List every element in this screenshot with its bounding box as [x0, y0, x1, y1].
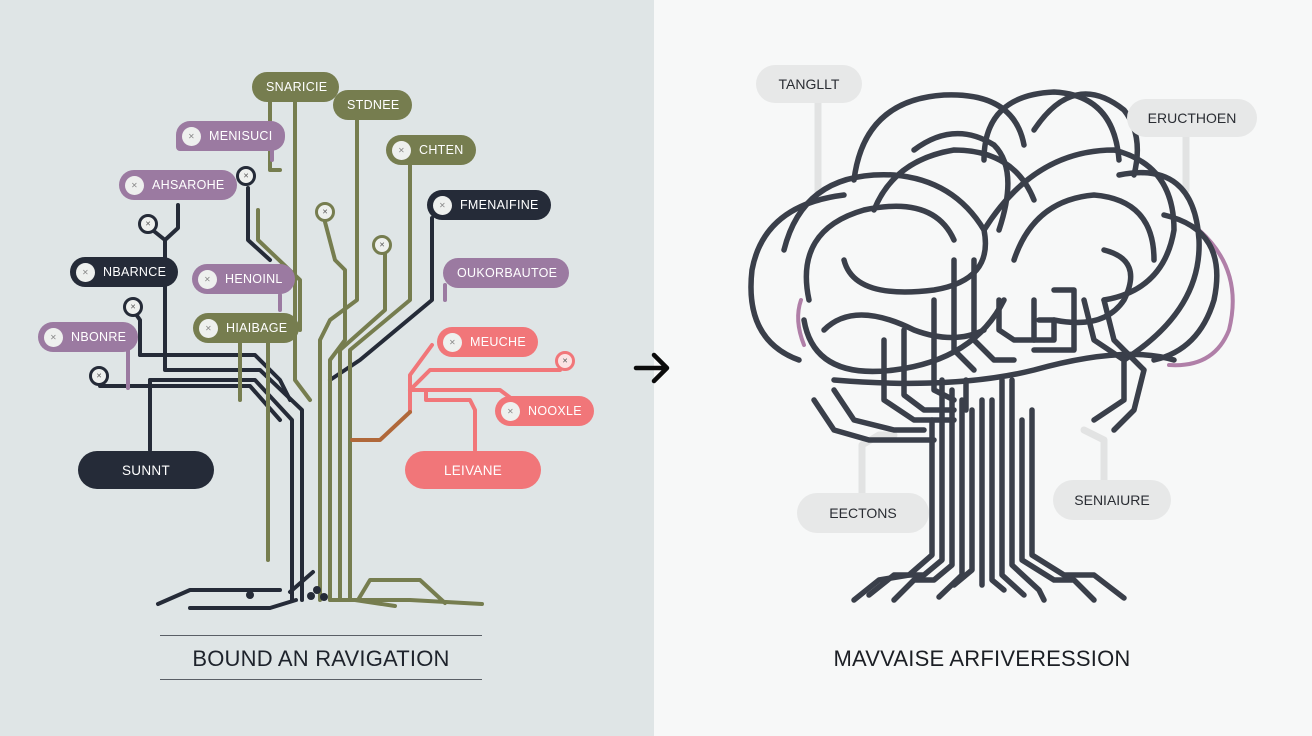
- node-icon: ✕: [44, 327, 63, 347]
- node-pill[interactable]: ✕ CHTEN: [386, 135, 476, 165]
- node-pill[interactable]: ✕ FMENAIFINE: [427, 190, 551, 220]
- node-ring-icon[interactable]: ✕: [555, 351, 575, 371]
- node-icon: ✕: [443, 332, 462, 352]
- node-label: MENISUCI: [209, 129, 273, 143]
- arrow-right-icon: [633, 352, 670, 384]
- left-panel-title: BOUND AN RAVIGATION: [192, 646, 450, 671]
- node-ring-icon[interactable]: ✕: [236, 166, 256, 186]
- root-dot: [307, 592, 315, 600]
- node-ring-icon[interactable]: ✕: [372, 235, 392, 255]
- node-ring-icon[interactable]: ✕: [315, 202, 335, 222]
- node-icon: ✕: [392, 140, 411, 160]
- node-label: CHTEN: [419, 143, 464, 157]
- node-pill[interactable]: ✕ MEUCHE: [437, 327, 538, 357]
- node-icon: ✕: [76, 262, 95, 282]
- node-pill[interactable]: STDNEE: [333, 90, 412, 120]
- label-text: ERUCTHOEN: [1147, 110, 1237, 126]
- node-label: MEUCHE: [470, 335, 526, 349]
- node-pill[interactable]: SNARICIE: [252, 72, 340, 102]
- node-icon: ✕: [199, 318, 218, 338]
- node-icon: ✕: [125, 175, 144, 195]
- node-icon: ✕: [198, 269, 217, 289]
- root-dot: [313, 586, 321, 594]
- node-label: FMENAIFINE: [460, 198, 539, 212]
- node-label: SNARICIE: [266, 80, 328, 94]
- root-dot: [246, 591, 254, 599]
- node-label: AHSAROHE: [152, 178, 225, 192]
- right-panel: TANGLLT ERUCTHOEN EECTONS SENIAIURE MAVV…: [654, 0, 1312, 736]
- node-ring-icon[interactable]: ✕: [138, 214, 158, 234]
- label-eructhoen[interactable]: ERUCTHOEN: [1127, 99, 1257, 137]
- right-panel-title: MAVVAISE ARFIVERESSION: [833, 646, 1131, 671]
- node-label: STDNEE: [347, 98, 400, 112]
- label-tangllt[interactable]: TANGLLT: [756, 65, 862, 103]
- node-pill[interactable]: ✕ HENOINL: [192, 264, 295, 294]
- left-panel: ✕ ✕ ✕ ✕ ✕ ✕ ✕ SNARICIE STDNEE ✕MENISUCI …: [0, 0, 654, 736]
- node-pill[interactable]: ✕ NOOXLE: [495, 396, 594, 426]
- terminal-label: LEIVANE: [443, 462, 503, 478]
- label-text: SENIAIURE: [1074, 492, 1150, 508]
- node-label: HIAIBAGE: [226, 321, 288, 335]
- terminal-label: SUNNT: [122, 462, 170, 478]
- node-label: HENOINL: [225, 272, 283, 286]
- node-icon: ✕: [501, 401, 520, 421]
- terminal-pill-sunnt[interactable]: SUNNT: [78, 451, 214, 489]
- node-label: NOOXLE: [528, 404, 582, 418]
- node-icon: ✕: [182, 126, 201, 146]
- node-label: OUKORBAUTOE: [457, 266, 558, 280]
- label-eectons[interactable]: EECTONS: [797, 493, 929, 533]
- root-dot: [320, 593, 328, 601]
- title-rule-top: [160, 635, 482, 636]
- node-pill[interactable]: ✕ AHSAROHE: [119, 170, 237, 200]
- title-rule-bottom: [160, 679, 482, 680]
- node-pill[interactable]: OUKORBAUTOE: [443, 258, 570, 288]
- label-text: TANGLLT: [778, 76, 840, 92]
- node-pill[interactable]: ✕ MENISUCI: [176, 121, 285, 151]
- label-text: EECTONS: [829, 505, 897, 521]
- node-ring-icon[interactable]: ✕: [89, 366, 109, 386]
- node-pill[interactable]: ✕ NBARNCE: [70, 257, 179, 287]
- label-seniaiure[interactable]: SENIAIURE: [1053, 480, 1171, 520]
- node-pill[interactable]: ✕ HIAIBAGE: [193, 313, 300, 343]
- terminal-pill-leivane[interactable]: LEIVANE: [405, 451, 541, 489]
- node-ring-icon[interactable]: ✕: [123, 297, 143, 317]
- node-label: NBONRE: [71, 330, 127, 344]
- node-pill[interactable]: ✕ NBONRE: [38, 322, 139, 352]
- node-icon: ✕: [433, 195, 452, 215]
- tangled-tree-lines: [748, 89, 1235, 603]
- structured-tree-lines: [98, 98, 562, 610]
- node-label: NBARNCE: [103, 265, 167, 279]
